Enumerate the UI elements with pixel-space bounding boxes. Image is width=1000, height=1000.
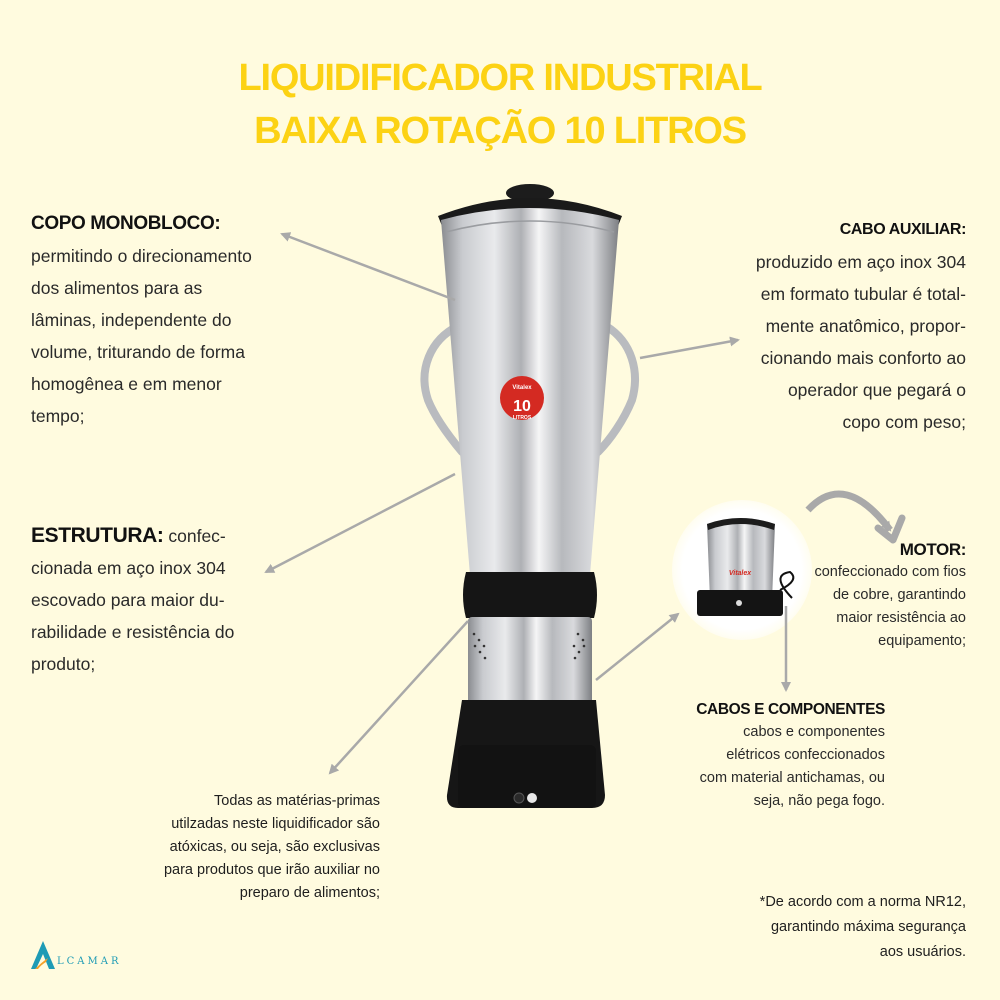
arrow-cabo-icon bbox=[639, 336, 740, 360]
alcamar-logo: LCAMAR bbox=[30, 940, 122, 970]
feature-heading: MOTOR: bbox=[899, 540, 967, 559]
svg-text:LITROS: LITROS bbox=[513, 415, 532, 421]
left-handle bbox=[420, 322, 466, 456]
feature-motor: MOTOR: confeccionado com fios de cobre, … bbox=[766, 538, 966, 653]
nr12-note: *De acordo com a norma NR12, garantindo … bbox=[759, 894, 966, 960]
title-line-2: BAIXA ROTAÇÃO 10 LITROS bbox=[254, 110, 747, 152]
feature-estrutura: ESTRUTURA: confec- cionada em aço inox 3… bbox=[31, 524, 235, 674]
feature-heading: CABO AUXILIAR: bbox=[839, 221, 967, 238]
right-handle bbox=[594, 322, 639, 456]
feature-cabo-auxiliar: CABO AUXILIAR: produzido em aço inox 304… bbox=[686, 214, 967, 438]
feature-heading: ESTRUTURA: bbox=[31, 524, 164, 547]
page-title: LIQUIDIFICADOR INDUSTRIAL BAIXA ROTAÇÃO … bbox=[0, 52, 1000, 158]
arrow-curved-motor-icon bbox=[805, 490, 893, 533]
feature-cabos-componentes: CABOS E COMPONENTES cabos e componentes … bbox=[665, 698, 885, 813]
svg-text:Vitalex: Vitalex bbox=[512, 385, 532, 391]
title-line-1: LIQUIDIFICADOR INDUSTRIAL bbox=[238, 57, 762, 99]
alcamar-text: LCAMAR bbox=[57, 956, 122, 967]
feature-heading: COPO MONOBLOCO: bbox=[31, 213, 221, 234]
materias-primas-note: Todas as matérias-primas utilzadas neste… bbox=[163, 793, 380, 901]
arrow-estrutura-icon bbox=[264, 472, 456, 574]
arrow-copo-icon bbox=[280, 232, 456, 302]
feature-heading: CABOS E COMPONENTES bbox=[696, 701, 885, 718]
capacity-badge bbox=[500, 376, 544, 420]
svg-text:Vitalex: Vitalex bbox=[729, 570, 752, 577]
alcamar-mark-icon bbox=[31, 941, 55, 969]
arrow-motor-inset-icon bbox=[595, 612, 680, 681]
arrow-materias-icon bbox=[328, 620, 469, 775]
svg-text:10: 10 bbox=[513, 398, 531, 415]
feature-copo-monobloco: COPO MONOBLOCO: permitindo o direcioname… bbox=[31, 208, 252, 432]
